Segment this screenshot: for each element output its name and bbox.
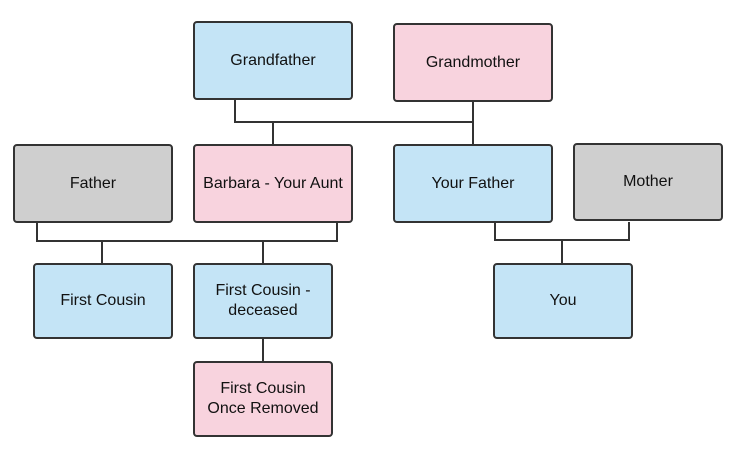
- your-father-box: Your Father: [393, 144, 553, 223]
- aunt-box: Barbara - Your Aunt: [193, 144, 353, 223]
- mother-box: Mother: [573, 143, 723, 221]
- first-cousin-deceased-box: First Cousin - deceased: [193, 263, 333, 339]
- you-label: You: [549, 292, 577, 309]
- your-father-label: Your Father: [431, 174, 515, 192]
- parents-couple-connector: [494, 222, 630, 241]
- aunt-couple-connector: [36, 222, 338, 242]
- first-cousin-box: First Cousin: [33, 263, 173, 339]
- grandparents-couple-connector: [234, 100, 474, 123]
- grandfather-label: Grandfather: [230, 51, 316, 69]
- uncle-father-label: Father: [69, 174, 117, 192]
- first-cousin-deceased-label: First Cousin - deceased: [215, 282, 311, 319]
- first-cousin-label: First Cousin: [60, 292, 146, 309]
- mother-label: Mother: [623, 173, 673, 190]
- first-cousin-once-removed-label: First Cousin Once Removed: [207, 380, 319, 417]
- first-cousin-once-removed-box: First Cousin Once Removed: [193, 361, 333, 437]
- aunt-label: Barbara - Your Aunt: [203, 174, 343, 192]
- you-box: You: [493, 263, 633, 339]
- grandmother-label: Grandmother: [425, 53, 521, 71]
- grandmother-box: Grandmother: [393, 23, 553, 102]
- grandfather-box: Grandfather: [193, 21, 353, 100]
- uncle-father-box: Father: [13, 144, 173, 223]
